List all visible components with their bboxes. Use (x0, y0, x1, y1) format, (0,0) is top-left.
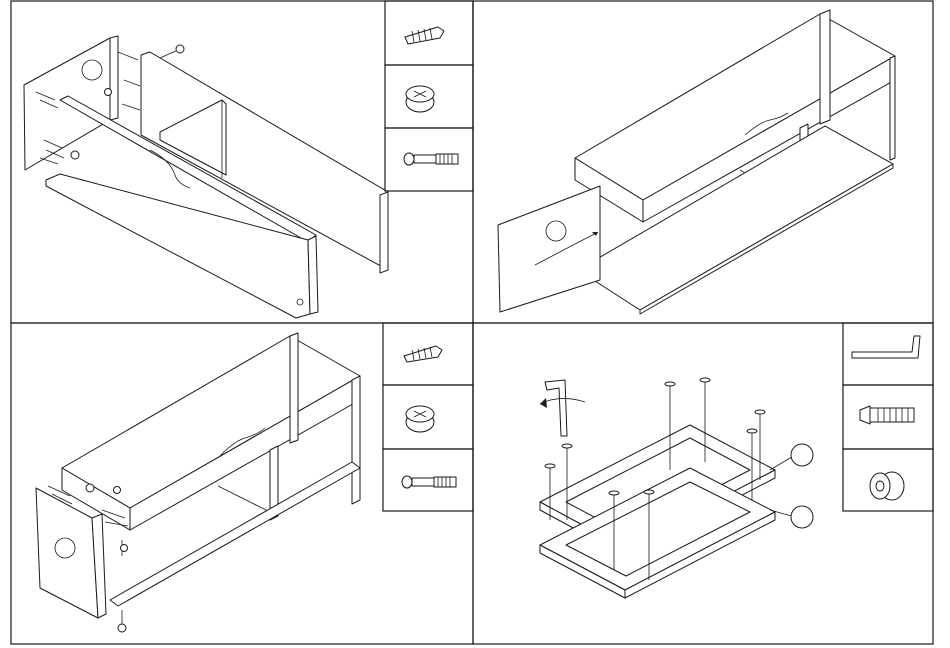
step-3-panel (36, 323, 473, 632)
connector-bolt-icon (404, 153, 458, 165)
step-1-panel (24, 1, 473, 318)
cam-dowel-icon (405, 27, 444, 44)
cam-lock-nut-icon (406, 406, 434, 432)
carcass-assembled (575, 10, 895, 314)
cam-lock-nut-icon (406, 86, 434, 112)
step-2-panel (498, 10, 895, 314)
step-1-hardware-column (385, 1, 473, 191)
connector-bolt-icon (402, 476, 456, 488)
allen-key-rotation (540, 380, 585, 436)
step-4-hardware-column (843, 323, 933, 511)
step-4-callouts (770, 444, 813, 528)
step-3-hardware-column (383, 323, 473, 511)
carcass-with-side (62, 333, 360, 606)
allen-key-icon (852, 336, 920, 358)
step-4-panel (540, 323, 933, 598)
cam-dowel-icon (404, 346, 442, 362)
side-panel-incoming (498, 186, 600, 312)
flat-head-screw-icon (860, 406, 914, 424)
spacer-ring-icon (870, 472, 904, 500)
